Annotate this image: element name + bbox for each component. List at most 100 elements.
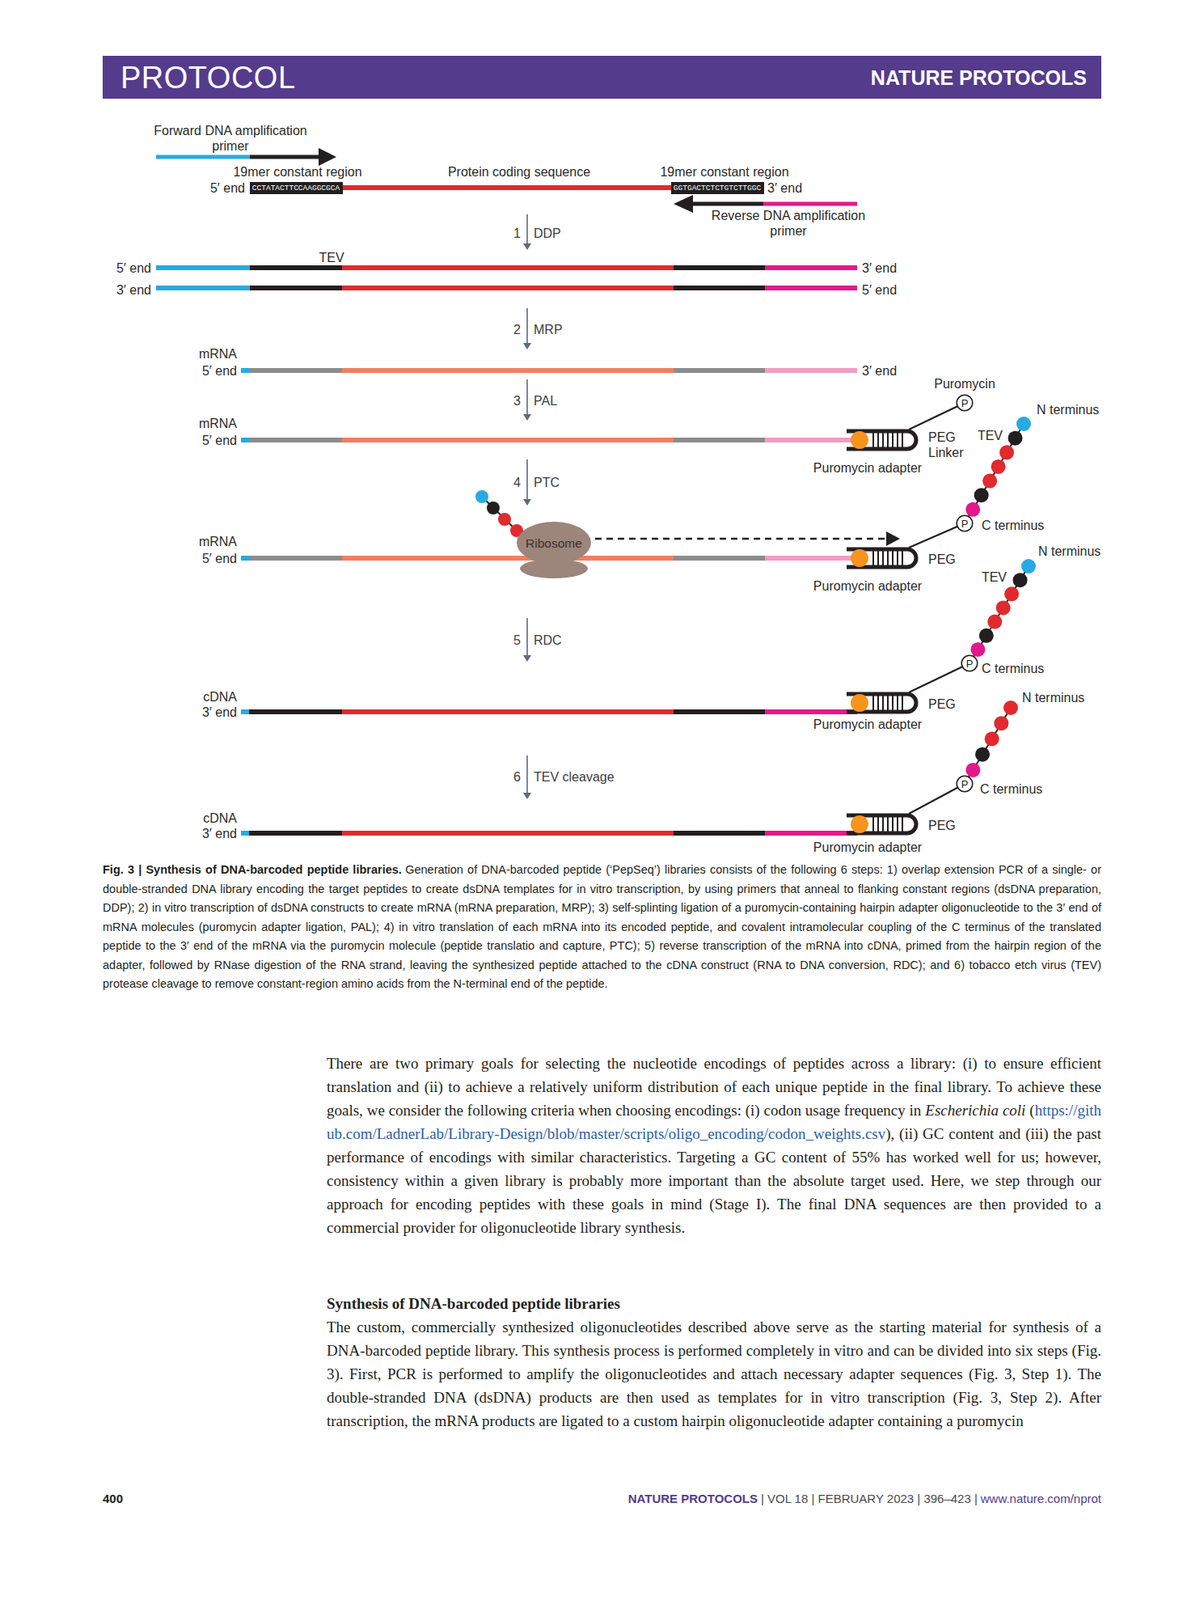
amino-acid-bead — [999, 444, 1014, 460]
sequence-box: CCTATACTTCCAAGGCGCA — [249, 181, 343, 195]
strand-segment — [763, 202, 858, 207]
strand-segment — [240, 367, 250, 373]
body-paragraph: There are two primary goals for selectin… — [326, 1051, 1102, 1239]
figure-label: Reverse DNA amplification primer — [701, 207, 876, 239]
phosphate-outline — [956, 394, 973, 411]
node-label: P — [961, 777, 969, 790]
strand-segment — [673, 709, 765, 714]
hairpin-basepair — [891, 550, 894, 566]
strand-segment — [156, 265, 250, 271]
strand-segment — [249, 437, 343, 443]
footer-right: NATURE PROTOCOLS| VOL 18 | FEBRUARY 2023… — [628, 1490, 1102, 1507]
amino-acid-bead — [991, 459, 1006, 474]
hairpin-basepair — [877, 816, 879, 832]
figure-label: 3′ end — [202, 825, 237, 841]
section-heading: Synthesis of DNA-barcoded peptide librar… — [326, 1292, 621, 1314]
figure-label: PEG Linker — [928, 429, 979, 461]
amino-acid-bead — [996, 599, 1011, 615]
figure-label: Puromycin adapter — [813, 716, 922, 732]
figure-label: Forward DNA amplification primer — [143, 122, 318, 154]
translation-arrowhead — [886, 531, 900, 546]
strand-segment — [339, 185, 675, 191]
hairpin-basepair — [882, 816, 884, 832]
phosphate-outline — [956, 515, 973, 532]
figure-label: 19mer constant region — [659, 164, 789, 180]
peg-linker — [908, 663, 970, 693]
body-paragraph: The custom, commercially synthesized oli… — [326, 1314, 1102, 1433]
figure-label: C terminus — [981, 660, 1044, 676]
body-text: The custom, commercially synthesized oli… — [326, 1318, 1102, 1429]
amino-acid-bead — [965, 502, 981, 517]
step-label: 3 — [513, 392, 521, 409]
hairpin-basepair — [887, 432, 889, 448]
step-label: PAL — [533, 392, 558, 409]
sequence-box: GGTGACTCTCTGTCTTGGC — [671, 181, 765, 195]
figure-title: Fig. 3 | Synthesis of DNA-barcoded pepti… — [102, 862, 402, 876]
strand-segment — [673, 437, 765, 443]
ribosome-large-subunit — [516, 521, 592, 564]
figure-label: N terminus — [1022, 689, 1085, 706]
figure-label: PEG — [928, 696, 956, 712]
hairpin-basepair — [901, 816, 904, 832]
strand-segment — [249, 555, 343, 561]
step-label: PTC — [533, 474, 560, 491]
amino-acid-bead — [982, 473, 997, 489]
hairpin-adapter — [846, 549, 917, 567]
footer-text: 400 — [102, 1491, 123, 1505]
amino-acid-bead — [1021, 558, 1036, 574]
figure-label: 5′ end — [202, 550, 237, 567]
hairpin-basepair — [896, 550, 899, 566]
hairpin-basepair — [872, 432, 875, 448]
amino-acid-bead — [975, 747, 990, 762]
step-arrow — [526, 617, 529, 657]
hairpin-adapter — [846, 693, 917, 712]
hairpin-basepair — [877, 550, 879, 566]
strand-segment — [249, 285, 343, 291]
strand-segment — [342, 555, 674, 561]
primer-arrowhead — [673, 194, 693, 213]
strand-segment — [673, 265, 765, 271]
figure-label: 3′ end — [116, 282, 152, 298]
strand-segment — [342, 367, 674, 373]
amino-acid-bead — [1004, 586, 1019, 601]
figure-label: 5′ end — [210, 180, 246, 196]
figure-label: C terminus — [981, 517, 1044, 533]
node-label: P — [961, 397, 969, 410]
step-arrow — [526, 308, 529, 345]
phosphate-circle: P — [955, 514, 974, 533]
figure-label: N terminus — [1038, 543, 1101, 559]
node-label: GGTGACTCTCTGTCTTGGC — [673, 181, 761, 195]
step-arrow — [526, 214, 529, 246]
step-label: 5 — [513, 632, 521, 648]
figure-label: Puromycin adapter — [813, 839, 922, 855]
strand-segment — [156, 155, 250, 160]
figure-label: 3′ end — [861, 363, 897, 379]
figure-label: Puromycin adapter — [813, 578, 922, 594]
amino-acid-bead — [1003, 700, 1019, 715]
strand-segment — [249, 265, 343, 271]
hairpin-basepair — [891, 695, 894, 710]
step-arrow — [526, 459, 529, 501]
strand-segment — [673, 555, 765, 561]
peptide-backbone — [964, 707, 1011, 784]
adapter-bead — [850, 815, 869, 833]
footer-text: | VOL 18 | FEBRUARY 2023 | 396–423 | — [760, 1491, 978, 1505]
amino-acid-bead — [965, 762, 981, 778]
translation-arrow — [595, 537, 888, 541]
step-label: 6 — [513, 768, 521, 785]
hairpin-basepair — [887, 695, 889, 710]
figure-label: 5′ end — [116, 260, 152, 276]
hairpin-basepair — [896, 816, 899, 832]
peptide-backbone — [969, 566, 1029, 664]
strand-segment — [249, 155, 321, 160]
amino-acid-bead — [498, 512, 512, 526]
strand-segment — [342, 265, 674, 271]
figure-label: mRNA — [198, 346, 237, 362]
adapter-bead — [850, 549, 869, 567]
body-text: ( — [1029, 1101, 1035, 1119]
hairpin-basepair — [882, 550, 884, 566]
figure-label: TEV — [977, 427, 1003, 444]
hairpin-basepair — [872, 816, 875, 832]
amino-acid-bead — [984, 730, 1000, 746]
